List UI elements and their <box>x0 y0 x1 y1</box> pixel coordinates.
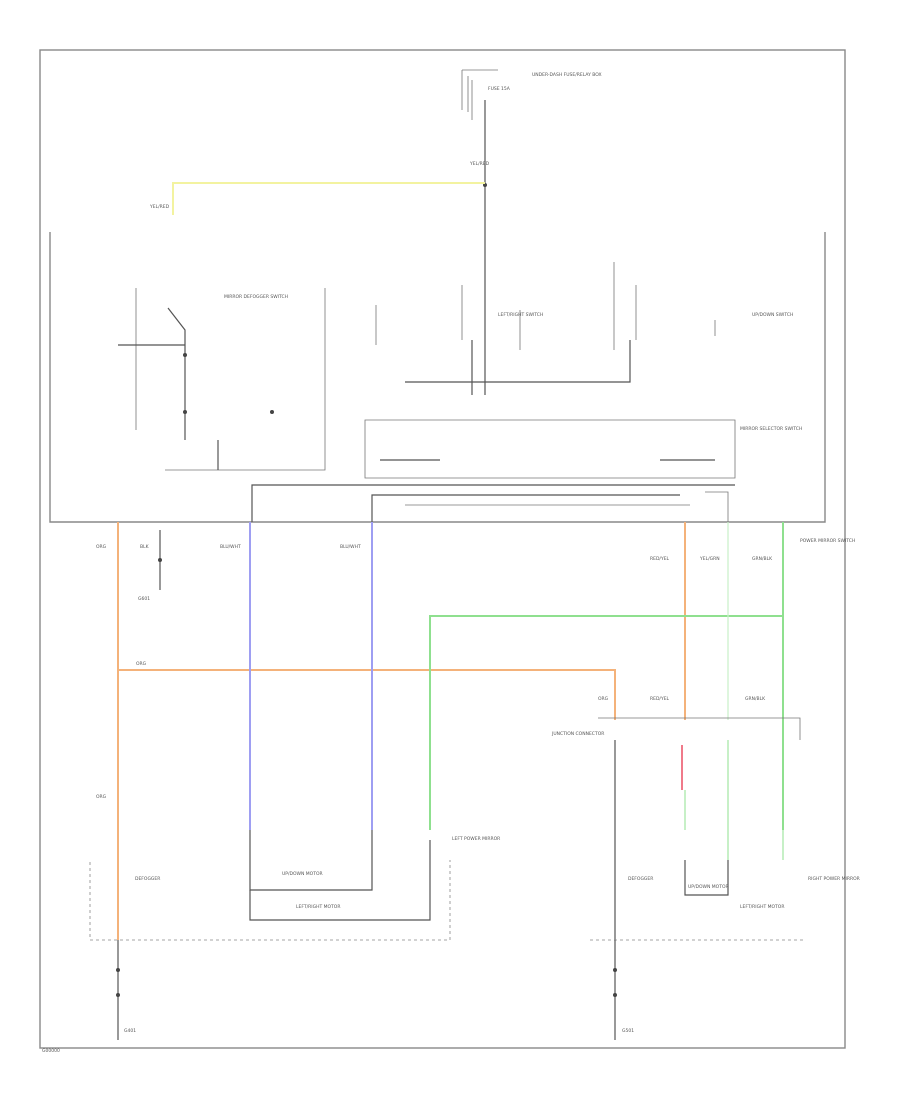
blue-wire-2-label: BLU/WHT <box>340 544 361 550</box>
top-fuse-label: FUSE 15A <box>488 86 511 92</box>
mirror-selector-switch: MIRROR SELECTOR SWITCH <box>251 419 802 522</box>
junction-connector-label: JUNCTION CONNECTOR <box>551 731 604 737</box>
power-mirror-switch-label: POWER MIRROR SWITCH <box>800 538 855 544</box>
yellow-wire-label: YEL/RED <box>149 204 170 210</box>
orange-wire-label-cross: ORG <box>136 661 147 667</box>
mirror-defogger-switch: MIRROR DEFOGGER SWITCH <box>118 288 326 471</box>
switch-ground: G601 BLK <box>138 530 162 602</box>
right-motor-wires <box>614 740 784 940</box>
up-down-switch-label: UP/DOWN SWITCH <box>752 312 793 318</box>
right-lr-motor-label: LEFT/RIGHT MOTOR <box>740 904 784 910</box>
switch-ground-label: G601 <box>138 596 150 602</box>
left-right-switch-label: LEFT/RIGHT SWITCH <box>498 312 543 318</box>
left-up-down-motor-label: UP/DOWN MOTOR <box>282 871 323 877</box>
junction-grn-label: GRN/BLK <box>745 696 766 702</box>
page-code: G00000 <box>42 1048 60 1054</box>
left-ground: G401 <box>116 940 136 1040</box>
orange-wire-cross <box>118 669 616 720</box>
orange-wire-label-top: ORG <box>96 544 107 550</box>
feed-wire-label: YEL/RED <box>469 161 490 167</box>
mirror-selector-switch-label: MIRROR SELECTOR SWITCH <box>740 426 802 432</box>
right-defogger-label: DEFOGGER <box>628 876 653 882</box>
green-wire-label: GRN/BLK <box>752 556 773 562</box>
junction-connector: JUNCTION CONNECTOR ORG RED/YEL GRN/BLK <box>551 696 801 740</box>
right-up-down-motor-label: UP/DOWN MOTOR <box>688 884 729 890</box>
left-defogger-label: DEFOGGER <box>135 876 160 882</box>
yellow-wire <box>172 182 485 215</box>
orange-wire-label-bottom: ORG <box>96 794 107 800</box>
red-yellow-wire-label: RED/YEL <box>650 556 670 562</box>
left-lr-motor-label: LEFT/RIGHT MOTOR <box>296 904 340 910</box>
junction-org-label: ORG <box>598 696 609 702</box>
switch-assembly-box <box>49 232 826 523</box>
switch-ground-wire-label: BLK <box>140 544 150 550</box>
up-down-switch: UP/DOWN SWITCH <box>613 262 793 350</box>
yellow-green-wire-label: YEL/GRN <box>699 556 720 562</box>
blue-wire-1-label: BLU/WHT <box>220 544 241 550</box>
right-power-mirror-label: RIGHT POWER MIRROR <box>808 876 860 882</box>
fuse-feed: UNDER-DASH FUSE/RELAY BOX FUSE 15A YEL/R… <box>461 69 602 395</box>
left-ground-label: G401 <box>124 1028 136 1034</box>
left-power-mirror-label: LEFT POWER MIRROR <box>452 836 500 842</box>
right-ground: G501 <box>613 940 634 1040</box>
right-ground-label: G501 <box>622 1028 634 1034</box>
left-right-switch: LEFT/RIGHT SWITCH <box>375 285 631 395</box>
right-power-mirror: DEFOGGER UP/DOWN MOTOR LEFT/RIGHT MOTOR … <box>590 860 860 941</box>
top-fuse-box-label: UNDER-DASH FUSE/RELAY BOX <box>532 72 602 78</box>
junction-red-label: RED/YEL <box>650 696 670 702</box>
left-power-mirror: DEFOGGER UP/DOWN MOTOR LEFT/RIGHT MOTOR … <box>89 830 500 941</box>
mirror-defogger-switch-label: MIRROR DEFOGGER SWITCH <box>224 294 288 300</box>
green-wire-cross <box>429 522 784 830</box>
outer-frame <box>39 49 846 1049</box>
